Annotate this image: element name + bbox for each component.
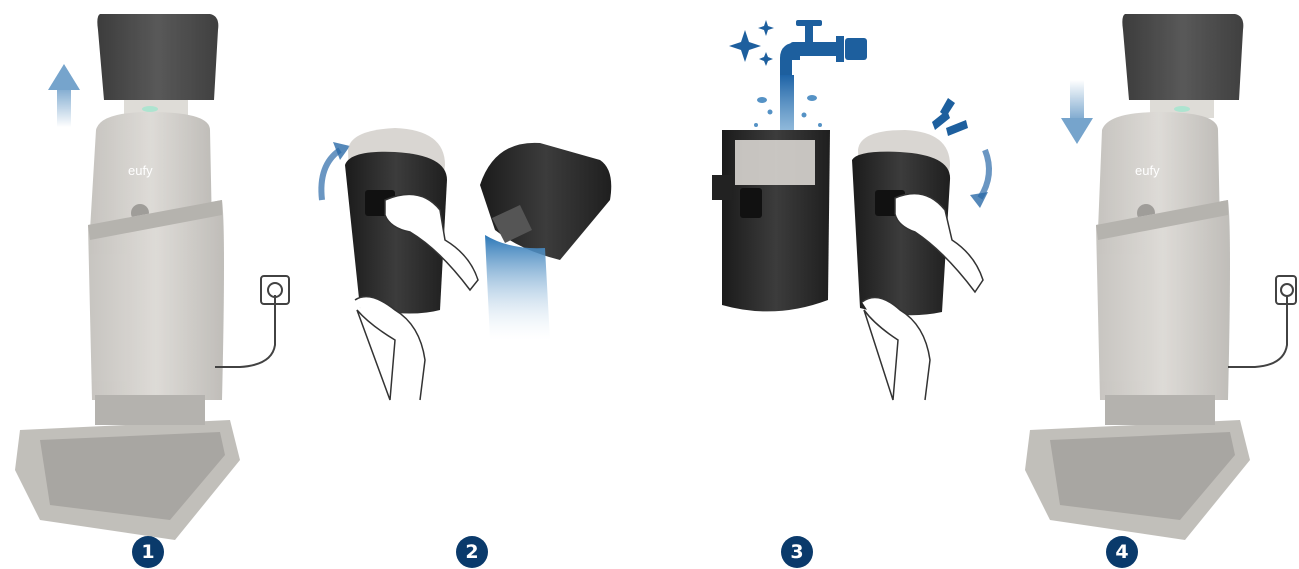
rotate-arrow-icon <box>321 150 340 200</box>
step-1-illustration: eufy <box>15 14 289 540</box>
step-badge-4: 4 <box>1106 536 1138 568</box>
dirty-tank-lid <box>97 14 218 100</box>
step-2-illustration <box>321 128 611 400</box>
water-stream <box>485 235 550 340</box>
step-badge-2: 2 <box>456 536 488 568</box>
brand-logo: eufy <box>128 163 153 178</box>
faucet-icon <box>780 20 867 75</box>
power-outlet-icon <box>215 276 289 367</box>
step-3-illustration <box>712 20 989 400</box>
step-4-illustration: eufy <box>1025 14 1296 540</box>
step-badge-1: 1 <box>132 536 164 568</box>
arrow-down-icon <box>1061 80 1093 144</box>
brand-logo-4: eufy <box>1135 163 1160 178</box>
arrow-up-icon <box>48 64 80 127</box>
click-marks-icon <box>932 98 968 136</box>
sparkle-icon <box>729 20 774 66</box>
step-badge-3: 3 <box>781 536 813 568</box>
power-outlet-icon-4 <box>1228 276 1296 367</box>
